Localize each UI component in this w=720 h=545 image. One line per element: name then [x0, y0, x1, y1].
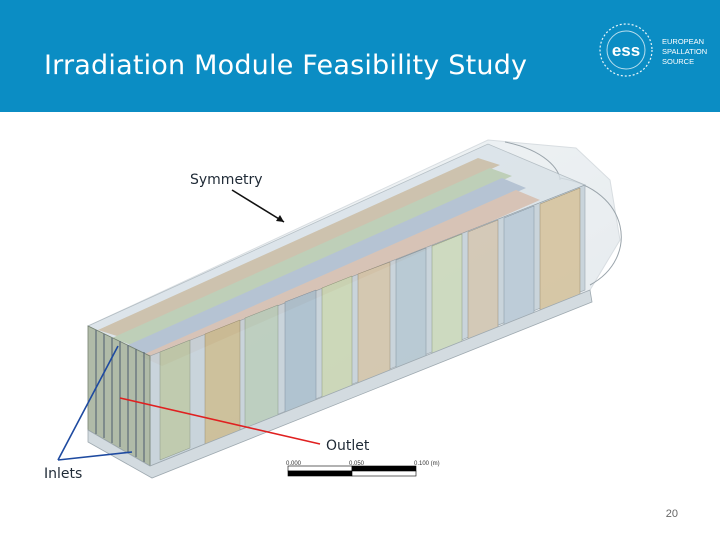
- inlet-arrow-upper: [57, 345, 119, 461]
- symmetry-arrow: [231, 189, 285, 223]
- header-bar: Irradiation Module Feasibility Study ess…: [0, 0, 720, 112]
- front-face: [87, 325, 151, 467]
- module-diagram: Symmetry Outlet Inlets 0.000 0.050 0.100…: [0, 112, 720, 540]
- logo-text: EUROPEAN SPALLATION SOURCE: [662, 37, 707, 67]
- ess-logo: ess: [599, 23, 653, 77]
- module-render: [57, 139, 622, 479]
- logo-line-3: SOURCE: [662, 57, 695, 66]
- logo-line-2: SPALLATION: [662, 47, 708, 56]
- scale-tick-2: 0.100 (m): [414, 461, 440, 467]
- outlet-label: Outlet: [326, 438, 370, 454]
- page-number: 20: [665, 508, 678, 520]
- slide-title: Irradiation Module Feasibility Study: [44, 50, 528, 81]
- scale-tick-1: 0.050: [349, 461, 365, 467]
- back-channels: [98, 158, 540, 366]
- symmetry-arrowhead: [276, 215, 284, 222]
- outlet-arrow: [119, 397, 321, 445]
- base-slab: [87, 289, 593, 479]
- ess-logo-mark: ess: [612, 41, 640, 60]
- inlets-label: Inlets: [44, 466, 83, 482]
- symmetry-label: Symmetry: [190, 172, 263, 188]
- scale-bar: [287, 465, 417, 477]
- inlet-arrow-lower: [57, 451, 133, 461]
- plates: [149, 184, 586, 467]
- scale-tick-0: 0.000: [286, 461, 302, 467]
- logo-line-1: EUROPEAN: [662, 37, 705, 46]
